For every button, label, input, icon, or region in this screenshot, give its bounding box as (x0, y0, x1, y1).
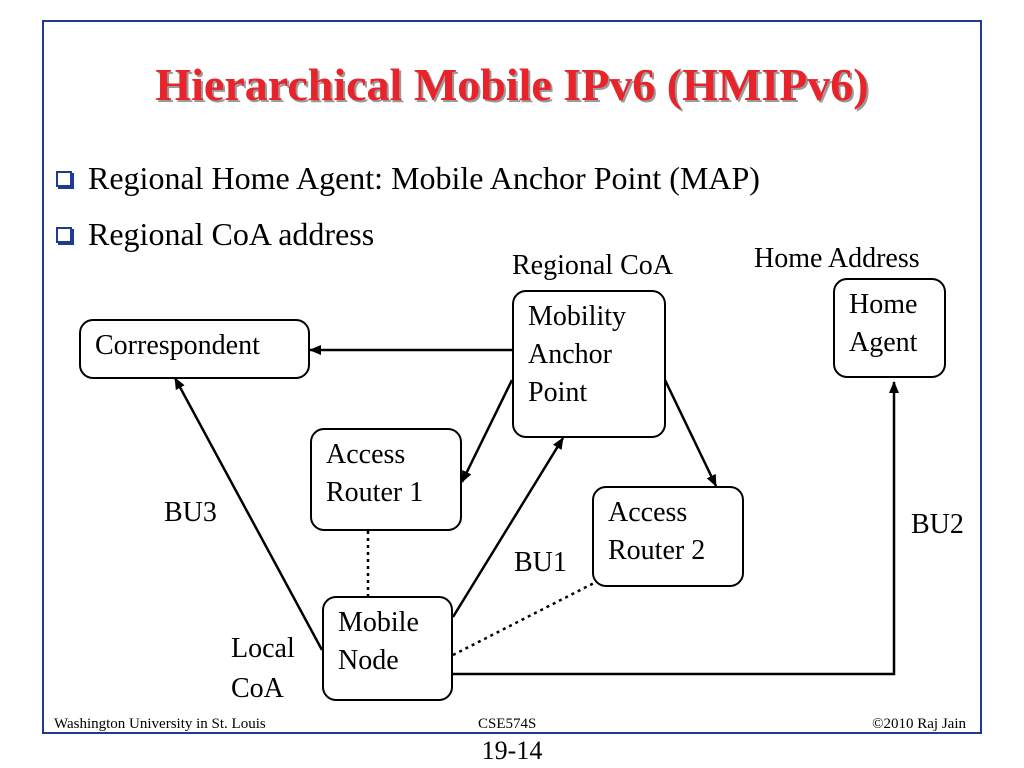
edge-bu3-mobile-node-to-correspondent (173, 377, 324, 651)
node-label: Correspondent (95, 330, 260, 361)
mobility-anchor-point-node: Mobility Anchor Point (512, 290, 666, 438)
node-label: Access (608, 497, 688, 528)
local-coa-label-line1: Local (231, 633, 295, 664)
footer-copyright: ©2010 Raj Jain (872, 716, 966, 732)
page-number: 19-14 (481, 736, 543, 765)
mobile-node: Mobile Node (322, 596, 453, 701)
access-router-1-node: Access Router 1 (310, 428, 462, 531)
correspondent-node: Correspondent (79, 319, 310, 379)
dotted-link-ar2-mobile-node (452, 580, 597, 657)
home-agent-node: Home Agent (833, 278, 946, 378)
node-label: Access (326, 439, 406, 470)
square-bullet-icon (56, 170, 72, 187)
bullet-map: Regional Home Agent: Mobile Anchor Point… (56, 160, 760, 197)
slide-title: Hierarchical Mobile IPv6 (HMIPv6) (155, 59, 869, 110)
node-label: Router 2 (608, 534, 706, 566)
edge-map-to-access-router-1 (460, 379, 514, 483)
regional-coa-label: Regional CoA (512, 250, 673, 281)
bullet-text: Regional Home Agent: Mobile Anchor Point… (88, 160, 760, 196)
bu2-label: BU2 (911, 509, 964, 540)
bullet-text: Regional CoA address (88, 216, 375, 252)
node-label: Home (849, 289, 918, 320)
bullet-regional-coa: Regional CoA address (56, 216, 374, 253)
node-label: Agent (849, 326, 918, 358)
local-coa-label-line2: CoA (231, 673, 284, 704)
node-label: Point (528, 376, 588, 408)
bu1-label: BU1 (514, 547, 567, 578)
home-address-label: Home Address (754, 243, 920, 274)
node-label: Mobility (528, 301, 627, 332)
edge-bu1-mobile-node-to-map (451, 437, 565, 618)
node-label: Node (338, 644, 399, 676)
node-label: Mobile (338, 607, 419, 638)
edge-map-to-access-router-2 (663, 379, 718, 487)
bu3-label: BU3 (164, 497, 217, 528)
slide-frame (42, 20, 982, 734)
node-label: Anchor (528, 338, 612, 370)
footer-course: CSE574S (478, 716, 537, 732)
access-router-2-node: Access Router 2 (592, 486, 744, 587)
square-bullet-icon (56, 226, 72, 243)
footer-university: Washington University in St. Louis (54, 716, 266, 732)
edge-bu2-mobile-node-to-home-agent (453, 381, 899, 676)
node-label: Router 1 (326, 476, 424, 508)
